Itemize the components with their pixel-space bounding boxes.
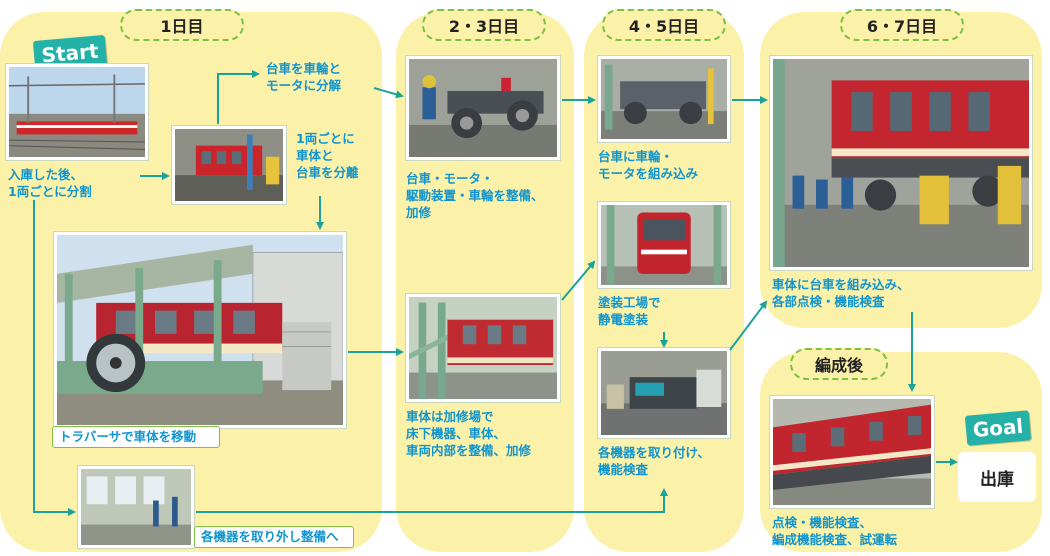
day45-label: 4・5日目 [602, 9, 726, 41]
photo-bogie [406, 56, 560, 160]
caption-separate: 1両ごとに 車体と 台車を分離 [296, 131, 359, 180]
caption-remove: 各機器を取り外し整備へ [194, 526, 354, 548]
photo-final [770, 396, 934, 508]
caption-paint: 塗装工場で 静電塗装 [598, 295, 661, 327]
caption-mount: 車体に台車を組み込み、 各部点検・機能検査 [772, 277, 910, 309]
photo-paint [598, 202, 730, 288]
photo-bodyshop [406, 294, 560, 402]
caption-assemble: 台車に車輪・ モータを組み込み [598, 149, 699, 181]
caption-traverser: トラバーサで車体を移動 [52, 426, 220, 448]
goal-badge: Goal [964, 410, 1032, 446]
day23-label: 2・3日目 [422, 9, 546, 41]
exit-depot-label: 出庫 [958, 452, 1036, 502]
caption-bogie-maint: 台車・モータ・ 駆動装置・車輪を整備、 加修 [406, 171, 544, 220]
photo-yard [6, 64, 148, 160]
photo-separate [172, 126, 286, 204]
day67-label: 6・7日目 [840, 9, 964, 41]
caption-body-maint: 車体は加修場で 床下機器、車体、 車両内部を整備、加修 [406, 409, 532, 458]
caption-disassemble: 台車を車輪と モータに分解 [266, 61, 342, 93]
photo-traverser [54, 232, 346, 428]
after-label: 編成後 [790, 348, 888, 380]
day1-label: 1日目 [120, 9, 244, 41]
photo-install [598, 348, 730, 438]
photo-remove [78, 466, 194, 548]
photo-mount [770, 56, 1032, 270]
caption-install: 各機器を取り付け、 機能検査 [598, 445, 710, 477]
caption-final: 点検・機能検査、 編成機能検査、試運転 [772, 515, 898, 547]
caption-enter: 入庫した後、 1両ごとに分割 [8, 167, 92, 199]
photo-assemble [598, 56, 730, 142]
